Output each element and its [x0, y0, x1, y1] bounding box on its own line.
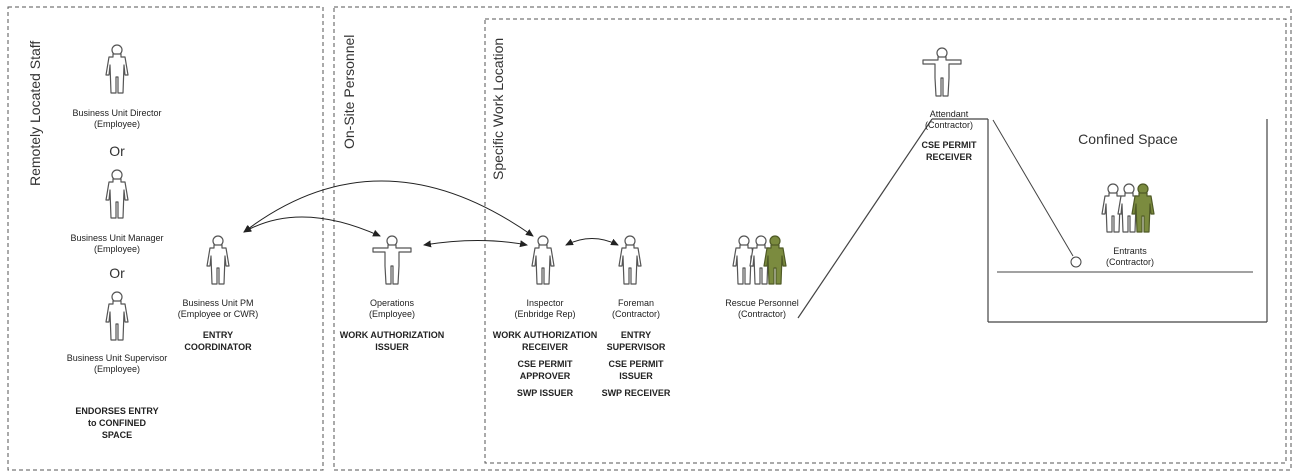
- label-manager-line-0: Business Unit Manager: [70, 233, 163, 243]
- label-operations-line-0: Operations: [370, 298, 415, 308]
- zone-onsite-box: [333, 6, 1292, 471]
- endorse-line-2: SPACE: [102, 430, 132, 440]
- label-inspector-line-1: (Enbridge Rep): [514, 309, 575, 319]
- role-attendant-line-0: CSE PERMIT: [921, 140, 977, 150]
- lifeline: [992, 119, 1074, 257]
- label-foreman-line-1: (Contractor): [612, 309, 660, 319]
- label-rescue-line-1: (Contractor): [738, 309, 786, 319]
- lifeline-hook: [1070, 256, 1082, 268]
- person-icon-inspector: [531, 235, 555, 285]
- person-icon-operations: [372, 235, 412, 285]
- arrow-pm-to-operations: [243, 216, 381, 237]
- person-icon-entrant-3: [1131, 183, 1155, 233]
- person-icon-pm: [206, 235, 230, 285]
- zone-remote-box: [7, 6, 324, 471]
- role-inspector-line-1: RECEIVER: [522, 342, 569, 352]
- role-attendant-line-1: RECEIVER: [926, 152, 973, 162]
- label-rescue-line-0: Rescue Personnel: [725, 298, 799, 308]
- person-icon-attendant: [922, 47, 962, 97]
- arrow-pm-to-inspector: [243, 180, 534, 237]
- person-icon-rescue-3: [763, 235, 787, 285]
- label-attendant-line-1: (Contractor): [925, 120, 973, 130]
- person-icon-foreman: [618, 235, 642, 285]
- label-director-line-0: Business Unit Director: [72, 108, 161, 118]
- label-inspector-line-0: Inspector: [526, 298, 563, 308]
- label-supervisor-line-1: (Employee): [94, 364, 140, 374]
- label-entrants-line-0: Entrants: [1113, 246, 1147, 256]
- label-operations-line-1: (Employee): [369, 309, 415, 319]
- role-inspector-line-0: WORK AUTHORIZATION: [493, 330, 597, 340]
- endorse-line-0: ENDORSES ENTRY: [75, 406, 158, 416]
- role-foreman-line-1: SUPERVISOR: [607, 342, 666, 352]
- role-operations-line-1: ISSUER: [375, 342, 409, 352]
- label-pm-line-1: (Employee or CWR): [178, 309, 259, 319]
- arrow-operations-to-inspector: [423, 240, 528, 248]
- role-pm-line-0: ENTRY: [203, 330, 233, 340]
- zone-title-onsite: On-Site Personnel: [341, 35, 357, 149]
- role-operations-line-0: WORK AUTHORIZATION: [340, 330, 444, 340]
- label-entrants-line-1: (Contractor): [1106, 257, 1154, 267]
- person-icon-manager: [105, 169, 129, 219]
- or-label-2: Or: [109, 265, 125, 281]
- zone-title-work-location: Specific Work Location: [490, 38, 506, 180]
- slope-left-line: [797, 118, 933, 319]
- role-inspector-line-3: CSE PERMIT: [517, 359, 573, 369]
- label-supervisor-line-0: Business Unit Supervisor: [67, 353, 168, 363]
- role-inspector-line-6: SWP ISSUER: [517, 388, 574, 398]
- role-foreman-line-6: SWP RECEIVER: [602, 388, 671, 398]
- label-attendant-line-0: Attendant: [930, 109, 969, 119]
- label-director-line-1: (Employee): [94, 119, 140, 129]
- role-pm-line-1: COORDINATOR: [184, 342, 252, 352]
- role-foreman-line-3: CSE PERMIT: [608, 359, 664, 369]
- person-icon-supervisor: [105, 291, 129, 341]
- role-foreman-line-4: ISSUER: [619, 371, 653, 381]
- label-pm-line-0: Business Unit PM: [182, 298, 253, 308]
- person-icon-director: [105, 44, 129, 94]
- role-inspector-line-4: APPROVER: [520, 371, 571, 381]
- endorse-line-1: to CONFINED: [88, 418, 146, 428]
- zone-title-remote: Remotely Located Staff: [27, 41, 43, 186]
- arrow-inspector-to-foreman: [565, 238, 619, 246]
- role-foreman-line-0: ENTRY: [621, 330, 651, 340]
- label-manager-line-1: (Employee): [94, 244, 140, 254]
- label-foreman-line-0: Foreman: [618, 298, 654, 308]
- person-icon-rescue-1: [732, 235, 756, 285]
- or-label-1: Or: [109, 143, 125, 159]
- confined-space-title: Confined Space: [1078, 131, 1178, 147]
- person-icon-entrant-1: [1101, 183, 1125, 233]
